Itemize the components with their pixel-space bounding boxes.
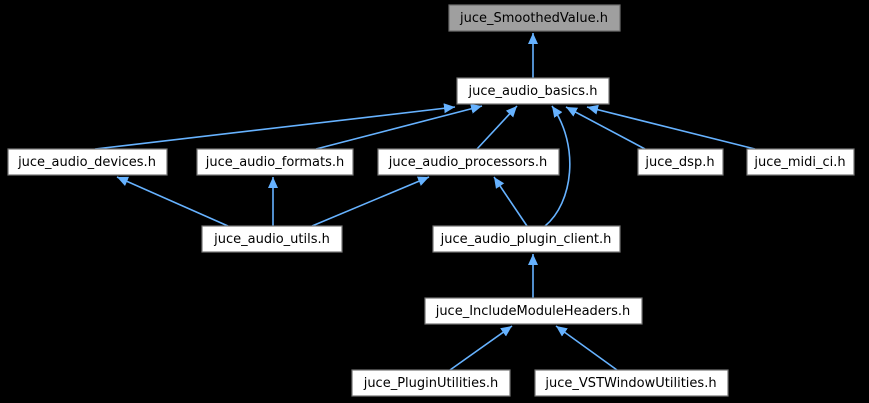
node-juce-includemoduleheaders-h[interactable]: juce_IncludeModuleHeaders.h [424,297,643,325]
edge-plugin-client-to-basics [544,105,571,227]
node-juce-audio-formats-h[interactable]: juce_audio_formats.h [196,148,354,176]
edge-plugin-client-to-processors [493,176,528,227]
edge-dsp-to-basics [565,106,646,150]
node-box [377,148,560,176]
node-label: juce_audio_basics.h [468,84,598,99]
edge-group [94,33,756,371]
node-juce-smoothedvalue-h[interactable]: juce_SmoothedValue.h [448,4,621,32]
edge-devices-to-basics [94,103,456,150]
node-label: juce_SmoothedValue.h [459,11,608,26]
node-juce-dsp-h[interactable]: juce_dsp.h [637,148,724,176]
node-juce-audio-devices-h[interactable]: juce_audio_devices.h [7,148,168,176]
node-label: juce_audio_plugin_client.h [440,232,612,247]
edge-utils-to-devices [116,176,229,227]
node-label: juce_audio_formats.h [205,155,345,170]
edge-midi-ci-to-basics [586,104,756,150]
edge-formats-to-basics [315,103,483,150]
node-juce-audio-basics-h[interactable]: juce_audio_basics.h [456,77,610,105]
node-box [456,77,610,105]
edge-vstwindowutilities-to-includemoduleheaders [555,325,618,371]
node-box [7,148,168,176]
node-box [746,148,855,176]
node-label: juce_audio_devices.h [17,155,156,170]
edge-processors-to-basics [476,105,518,150]
edge-utils-to-processors [311,176,430,227]
node-juce-vstwindowutilities-h[interactable]: juce_VSTWindowUtilities.h [534,369,729,397]
node-juce-audio-utils-h[interactable]: juce_audio_utils.h [201,225,343,253]
node-box [351,369,511,397]
node-label: juce_IncludeModuleHeaders.h [435,304,631,319]
node-label: juce_audio_utils.h [213,232,330,247]
node-box [201,225,343,253]
node-label: juce_VSTWindowUtilities.h [544,376,716,391]
edge-pluginutilities-to-includemoduleheaders [449,325,513,371]
node-label: juce_audio_processors.h [388,155,547,170]
node-label: juce_PluginUtilities.h [363,376,499,391]
node-juce-pluginutilities-h[interactable]: juce_PluginUtilities.h [351,369,511,397]
node-juce-audio-processors-h[interactable]: juce_audio_processors.h [377,148,560,176]
node-box [448,4,621,32]
node-box [637,148,724,176]
node-box [424,297,643,325]
node-box [196,148,354,176]
node-box [432,225,621,253]
node-label: juce_midi_ci.h [753,155,845,170]
node-juce-midi-ci-h[interactable]: juce_midi_ci.h [746,148,855,176]
node-juce-audio-plugin-client-h[interactable]: juce_audio_plugin_client.h [432,225,621,253]
node-box [534,369,729,397]
node-label: juce_dsp.h [644,155,714,170]
